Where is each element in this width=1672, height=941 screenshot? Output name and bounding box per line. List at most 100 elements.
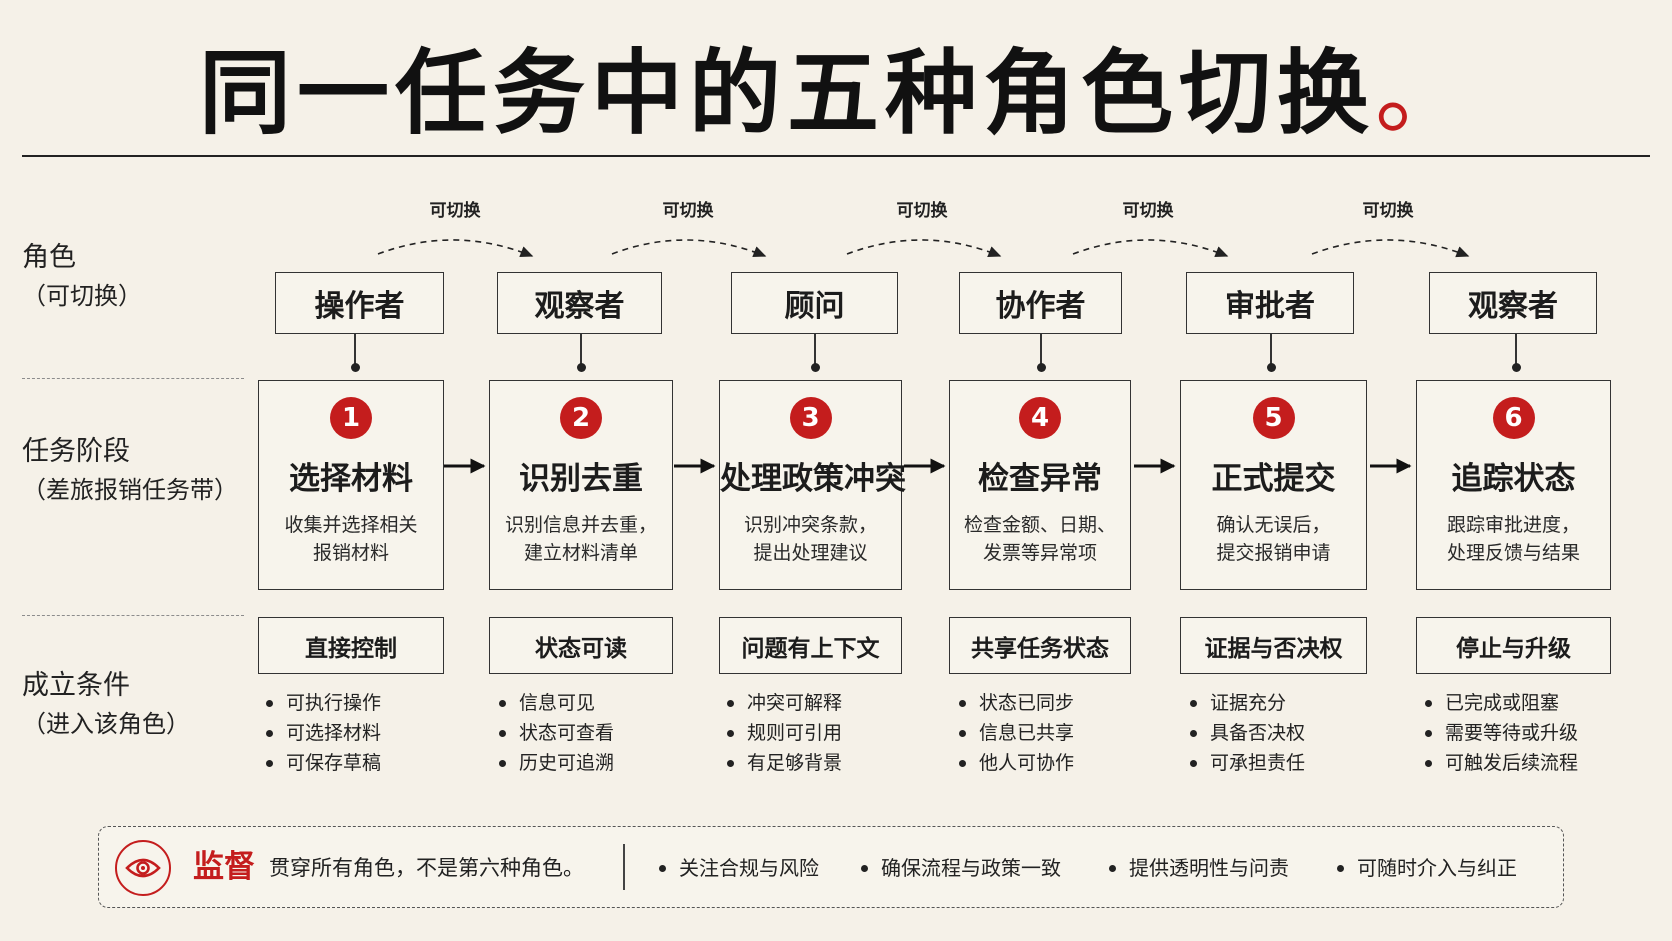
footer-item-3: 提供透明性与问责	[1109, 853, 1289, 883]
stage-description-line: 跟踪审批进度，	[1446, 514, 1580, 536]
role-connector-dot-4	[1036, 363, 1046, 372]
condition-box-5: 证据与否决权	[1180, 617, 1367, 674]
title-divider	[22, 155, 1650, 157]
list-item: 状态已同步	[957, 688, 1074, 718]
stage-description-line: 发票等异常项	[982, 542, 1097, 564]
condition-box-2: 状态可读	[489, 617, 673, 674]
footer-keyword: 监督	[193, 849, 255, 885]
switch-label-5: 可切换	[1362, 201, 1414, 221]
role-connector-dot-3	[810, 363, 820, 372]
stage-description-line: 提出处理建议	[753, 542, 868, 564]
stage-number-badge: 5	[1252, 397, 1295, 439]
switch-label-4: 可切换	[1122, 201, 1174, 221]
row-label-stages: 任务阶段 （差旅报销任务带）	[22, 433, 238, 509]
role-connector-6	[1515, 334, 1517, 368]
eye-icon	[115, 840, 171, 896]
row-label-roles: 角色 （可切换）	[22, 239, 142, 315]
role-connector-4	[1040, 334, 1042, 368]
condition-box-1: 直接控制	[258, 617, 444, 674]
role-box-4: 协作者	[959, 272, 1122, 334]
stage-title: 检查异常	[978, 461, 1102, 497]
stage-description-line: 检查金额、日期、	[963, 514, 1116, 536]
list-item: 可承担责任	[1188, 748, 1305, 778]
condition-box-6: 停止与升级	[1416, 617, 1611, 674]
title-text: 同一任务中的五种角色切换	[198, 39, 1375, 147]
list-item: 可保存草稿	[264, 748, 381, 778]
switch-arrow-5	[1311, 239, 1470, 258]
row-label-roles-sub: （可切换）	[22, 282, 142, 310]
stage-card-4: 4 检查异常 检查金额、日期、 发票等异常项	[949, 380, 1131, 590]
role-connector-1	[354, 334, 356, 368]
role-connector-dot-2	[576, 363, 586, 372]
switch-arrow-3	[846, 239, 1002, 257]
stage-description-line: 确认无误后，	[1216, 514, 1331, 536]
stage-description-line: 识别信息并去重，	[504, 514, 657, 536]
stage-card-5: 5 正式提交 确认无误后， 提交报销申请	[1180, 380, 1367, 590]
list-item: 具备否决权	[1188, 718, 1305, 748]
list-item: 历史可追溯	[497, 748, 614, 778]
role-box-3: 顾问	[731, 272, 898, 334]
list-item: 证据充分	[1188, 688, 1305, 718]
stage-title: 选择材料	[289, 461, 413, 497]
role-connector-5	[1270, 334, 1272, 368]
condition-list-2: 信息可见 状态可查看 历史可追溯	[497, 688, 614, 778]
switch-label-2: 可切换	[662, 201, 714, 221]
condition-list-3: 冲突可解释 规则可引用 有足够背景	[725, 688, 842, 778]
list-item: 已完成或阻塞	[1423, 688, 1578, 718]
stage-description: 识别冲突条款， 提出处理建议	[726, 511, 895, 567]
stage-description: 跟踪审批进度， 处理反馈与结果	[1423, 511, 1604, 567]
list-item: 冲突可解释	[725, 688, 842, 718]
stage-description: 收集并选择相关 报销材料	[265, 511, 437, 567]
role-box-6: 观察者	[1429, 272, 1597, 334]
footer-separator	[623, 844, 625, 890]
stage-description-line: 提交报销申请	[1216, 542, 1331, 564]
list-item: 可执行操作	[264, 688, 381, 718]
stage-description-line: 建立材料清单	[523, 542, 638, 564]
role-connector-dot-1	[350, 363, 360, 372]
condition-list-6: 已完成或阻塞 需要等待或升级 可触发后续流程	[1423, 688, 1578, 778]
stage-card-2: 2 识别去重 识别信息并去重， 建立材料清单	[489, 380, 673, 590]
role-box-1: 操作者	[275, 272, 444, 334]
condition-list-5: 证据充分 具备否决权 可承担责任	[1188, 688, 1305, 778]
row-label-conditions: 成立条件 （进入该角色）	[22, 667, 190, 743]
role-connector-2	[580, 334, 582, 368]
list-item: 需要等待或升级	[1423, 718, 1578, 748]
list-item: 信息可见	[497, 688, 614, 718]
stage-description: 检查金额、日期、 发票等异常项	[956, 511, 1124, 567]
condition-list-1: 可执行操作 可选择材料 可保存草稿	[264, 688, 381, 778]
stage-number-badge: 3	[789, 397, 832, 439]
role-connector-dot-6	[1511, 363, 1521, 372]
role-connector-dot-5	[1266, 363, 1276, 372]
stage-card-3: 3 处理政策冲突 识别冲突条款， 提出处理建议	[719, 380, 906, 590]
stage-description-line: 收集并选择相关	[284, 514, 418, 536]
row-divider-1	[22, 378, 244, 379]
row-label-roles-main: 角色	[22, 242, 76, 273]
condition-box-3: 问题有上下文	[719, 617, 902, 674]
switch-arrow-1	[377, 239, 534, 258]
stage-number-badge: 1	[330, 397, 372, 439]
stage-card-6: 6 追踪状态 跟踪审批进度， 处理反馈与结果	[1416, 380, 1611, 590]
footer-item-1: 关注合规与风险	[659, 853, 819, 883]
stage-number-badge: 2	[560, 397, 602, 439]
footer-item-2: 确保流程与政策一致	[861, 853, 1061, 883]
role-connector-3	[814, 334, 816, 368]
stage-title: 正式提交	[1211, 461, 1336, 497]
row-label-stages-main: 任务阶段	[22, 436, 130, 467]
row-divider-2	[22, 615, 244, 616]
list-item: 他人可协作	[957, 748, 1074, 778]
stage-description-line: 识别冲突条款，	[743, 514, 877, 536]
title-mark: 。	[1375, 40, 1474, 147]
switch-label-3: 可切换	[896, 201, 948, 221]
switch-arrow-4	[1072, 239, 1229, 258]
condition-list-4: 状态已同步 信息已共享 他人可协作	[957, 688, 1074, 778]
role-box-2: 观察者	[497, 272, 662, 334]
row-label-conditions-main: 成立条件	[22, 670, 130, 701]
list-item: 可选择材料	[264, 718, 381, 748]
list-item: 规则可引用	[725, 718, 842, 748]
footer-text: 贯穿所有角色，不是第六种角色。	[269, 856, 584, 880]
switch-arrow-2	[611, 239, 767, 258]
stage-card-1: 1 选择材料 收集并选择相关 报销材料	[258, 380, 444, 590]
stage-description-line: 报销材料	[312, 542, 389, 564]
stage-number-badge: 4	[1019, 397, 1061, 439]
